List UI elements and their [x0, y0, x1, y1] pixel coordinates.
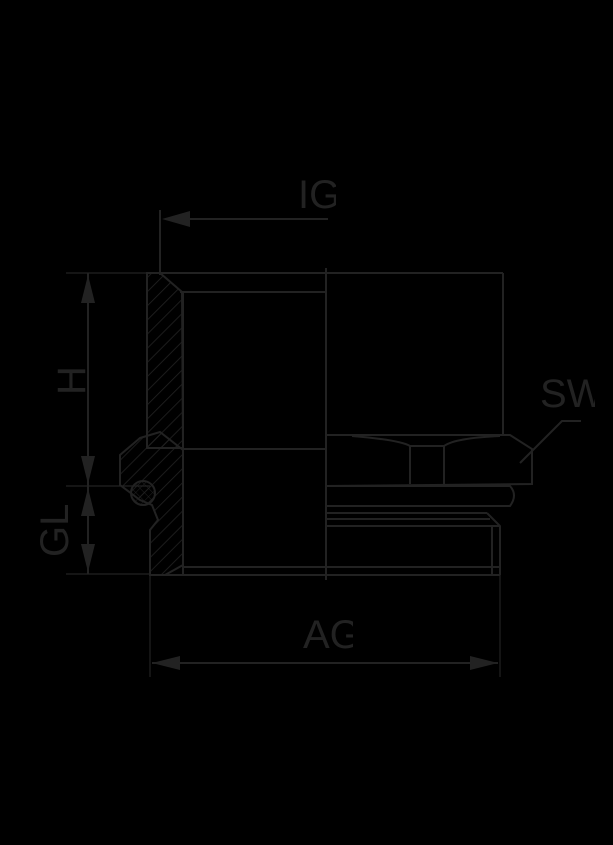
ig-label: IG	[298, 173, 336, 217]
ig-dimension	[159, 210, 328, 275]
hex-nut	[325, 434, 533, 575]
wall-section	[119, 272, 185, 576]
sw-leader	[519, 420, 581, 464]
ag-label: AG	[303, 613, 353, 657]
h-gl-dimension	[66, 272, 150, 575]
o-ring	[130, 480, 156, 506]
ag-dimension	[149, 575, 501, 677]
sw-label: SW	[540, 372, 595, 415]
gl-label: GL	[33, 505, 70, 557]
body-outline	[150, 268, 504, 580]
h-label: H	[50, 366, 90, 395]
